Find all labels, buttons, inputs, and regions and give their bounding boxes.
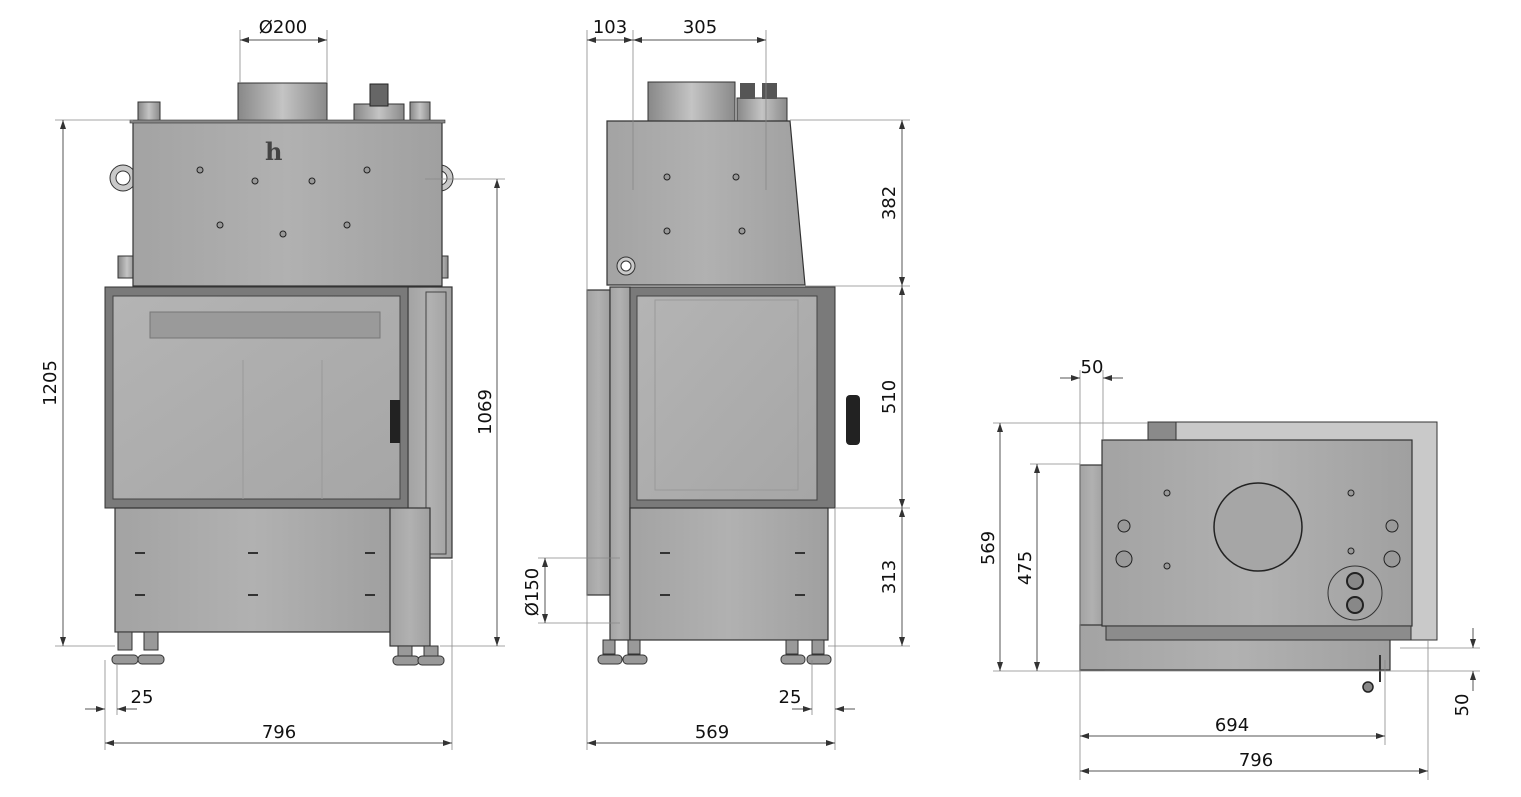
front-view: h Ø200 1205 bbox=[40, 17, 505, 750]
water-jacket bbox=[132, 120, 443, 287]
brand-logo: h bbox=[265, 137, 282, 166]
base bbox=[629, 507, 829, 641]
dim-flue-diameter: Ø200 bbox=[259, 17, 308, 38]
dim-depth: 569 bbox=[978, 531, 999, 565]
dim-top-height: 382 bbox=[879, 186, 900, 220]
dim-front-offset: 50 bbox=[1452, 694, 1473, 717]
side-panel bbox=[586, 289, 611, 596]
dim-door-height: 510 bbox=[879, 380, 900, 414]
dim-width: 796 bbox=[1239, 750, 1273, 771]
fitting bbox=[353, 103, 405, 122]
dim-base-height: 313 bbox=[879, 560, 900, 594]
dim-flue-spacing: 305 bbox=[683, 17, 717, 38]
feet bbox=[111, 631, 445, 666]
dim-leg-offset: 25 bbox=[131, 687, 154, 708]
flue-outlet bbox=[1213, 482, 1303, 572]
water-pipe bbox=[409, 101, 431, 122]
connection-flange bbox=[1327, 565, 1383, 621]
water-jacket bbox=[606, 120, 806, 286]
dim-air-inlet-diameter: Ø150 bbox=[522, 568, 543, 617]
dim-leg-offset: 25 bbox=[779, 687, 802, 708]
door-handle[interactable] bbox=[390, 400, 400, 443]
fitting bbox=[736, 97, 788, 122]
dim-depth: 569 bbox=[695, 722, 729, 743]
dim-total-height: 1205 bbox=[40, 360, 61, 406]
dim-front-offset: 103 bbox=[593, 17, 627, 38]
valve bbox=[369, 83, 389, 107]
feet bbox=[597, 639, 832, 665]
base-column bbox=[389, 507, 431, 647]
dim-lug-height: 1069 bbox=[475, 389, 496, 435]
flue-pipe bbox=[237, 82, 328, 122]
bolt-holes bbox=[196, 166, 371, 238]
dim-width: 796 bbox=[262, 722, 296, 743]
flue-pipe bbox=[647, 81, 736, 122]
base bbox=[114, 507, 392, 633]
bolt-holes bbox=[663, 173, 746, 235]
holes bbox=[1115, 489, 1401, 570]
dim-inner-width: 694 bbox=[1215, 715, 1249, 736]
side-view: 103 305 382 510 313 Ø150 25 569 bbox=[522, 17, 910, 750]
water-pipe bbox=[137, 101, 161, 122]
top-view: 50 569 475 694 796 50 bbox=[978, 357, 1480, 780]
dim-inner-depth: 475 bbox=[1015, 551, 1036, 585]
air-control-knob[interactable] bbox=[1362, 681, 1374, 693]
door-glass bbox=[636, 295, 818, 501]
dim-side-offset: 50 bbox=[1081, 357, 1104, 378]
door-handle[interactable] bbox=[846, 395, 860, 445]
